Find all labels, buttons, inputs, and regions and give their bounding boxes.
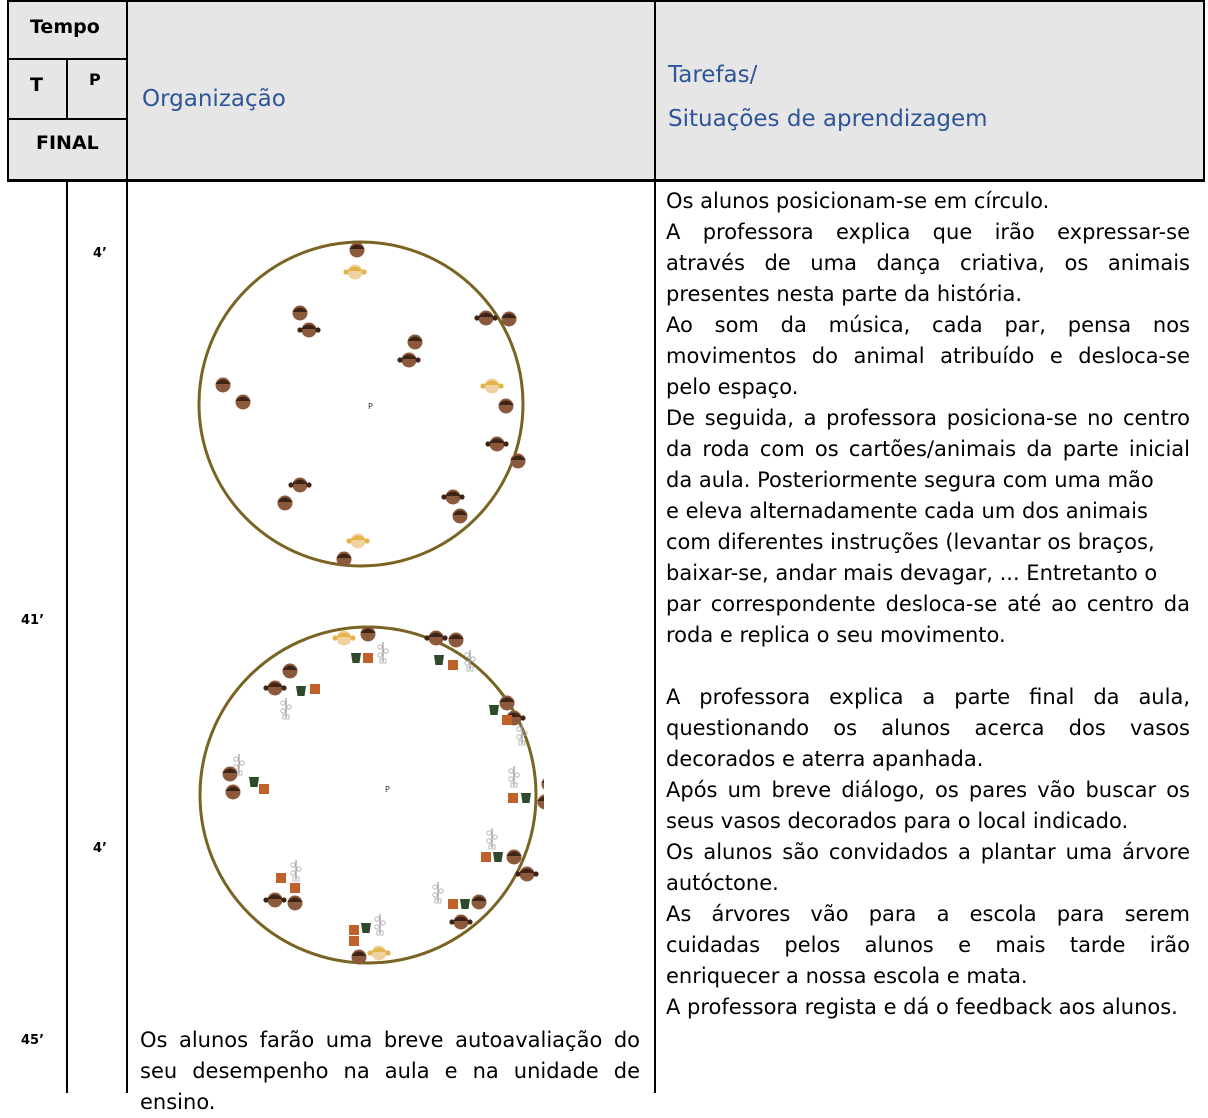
- tarefas-line: seus vasos decorados para o local indica…: [666, 809, 1129, 833]
- tarefas-line: Os alunos posicionam-se em círculo.: [666, 189, 1050, 213]
- tarefas-line: autóctone.: [666, 871, 779, 895]
- tasks-col-line: [654, 0, 656, 1093]
- table-border-right: [1203, 0, 1205, 182]
- tp-row-line: [7, 118, 127, 120]
- tarefas-line: pelo espaço.: [666, 375, 799, 399]
- time-p-second: 4’: [93, 841, 107, 856]
- dance-area-circle: [197, 240, 525, 568]
- tarefas-line: da aula. Posteriormente segura com uma m…: [666, 468, 1154, 492]
- dance-organization-diagram: P: [197, 240, 526, 568]
- tarefas-line: presentes nesta parte da história.: [666, 282, 1023, 306]
- organizacao-line: ensino.: [140, 1090, 216, 1114]
- tarefas-line: A professora explica a parte final da au…: [666, 685, 1190, 709]
- tarefas-line: e eleva alternadamente cada um dos anima…: [666, 499, 1148, 523]
- organizacao-paragraph: Os alunos farão uma breve autoavaliação …: [140, 1025, 640, 1118]
- organizacao-line: Os alunos farão uma breve autoavaliação …: [140, 1028, 640, 1052]
- tarefas-line: Após um breve diálogo, os pares vão busc…: [666, 778, 1190, 802]
- header-p: P: [89, 70, 101, 89]
- header-situacoes: Situações de aprendizagem: [668, 106, 988, 132]
- planting-organization-diagram: P: [198, 625, 544, 965]
- tarefas-line: enriquecer a nossa escola e mata.: [666, 964, 1028, 988]
- tp-divider: [66, 59, 68, 119]
- planting-area-circle: [198, 625, 538, 965]
- tarefas-line: através de uma dança criativa, os animai…: [666, 251, 1190, 275]
- time-t-first: 41’: [21, 613, 45, 628]
- t-col-line: [66, 182, 68, 1093]
- tarefas-line: Ao som da música, cada par, pensa nos: [666, 313, 1190, 337]
- tarefas-paragraph: Os alunos posicionam-se em círculo. A pr…: [666, 186, 1190, 1023]
- tarefas-line: A professora regista e dá o feedback aos…: [666, 995, 1178, 1019]
- time-t-second: 45’: [21, 1033, 45, 1048]
- tarefas-blank-line: [666, 651, 1190, 682]
- organizacao-line: seu desempenho na aula e na unidade de: [140, 1059, 640, 1083]
- time-p-first: 4’: [93, 246, 107, 261]
- table-border-top: [7, 0, 1205, 2]
- tarefas-line: questionando os alunos acerca dos vasos: [666, 716, 1190, 740]
- teacher-marker-2: P: [385, 785, 390, 794]
- header-t: T: [30, 74, 43, 96]
- header-tempo: Tempo: [30, 16, 100, 38]
- tarefas-line: movimentos do animal atribuído e desloca…: [666, 344, 1190, 368]
- teacher-marker: P: [368, 402, 373, 411]
- tarefas-line: par correspondente desloca-se até ao cen…: [666, 592, 1190, 616]
- header-bottom-line: [7, 179, 1205, 182]
- header-organizacao: Organização: [142, 86, 286, 112]
- tarefas-line: As árvores vão para a escola para serem: [666, 902, 1190, 926]
- tarefas-line: A professora explica que irão expressar-…: [666, 220, 1190, 244]
- tarefas-line: roda e replica o seu movimento.: [666, 623, 1006, 647]
- table-header: [8, 1, 1204, 179]
- tarefas-line: cuidadas pelos alunos e mais tarde irão: [666, 933, 1190, 957]
- tarefas-line: baixar-se, andar mais devagar, ... Entre…: [666, 561, 1158, 585]
- tarefas-line: decorados e aterra apanhada.: [666, 747, 984, 771]
- tarefas-line: De seguida, a professora posiciona-se no…: [666, 406, 1190, 430]
- tarefas-line: com diferentes instruções (levantar os b…: [666, 530, 1155, 554]
- table-border-left: [7, 0, 9, 182]
- header-tarefas: Tarefas/: [668, 62, 758, 88]
- tempo-col-line: [126, 0, 128, 1093]
- header-final: FINAL: [36, 132, 99, 154]
- tarefas-line: Os alunos são convidados a plantar uma á…: [666, 840, 1190, 864]
- tarefas-line: da roda com os cartões/animais da parte …: [666, 437, 1190, 461]
